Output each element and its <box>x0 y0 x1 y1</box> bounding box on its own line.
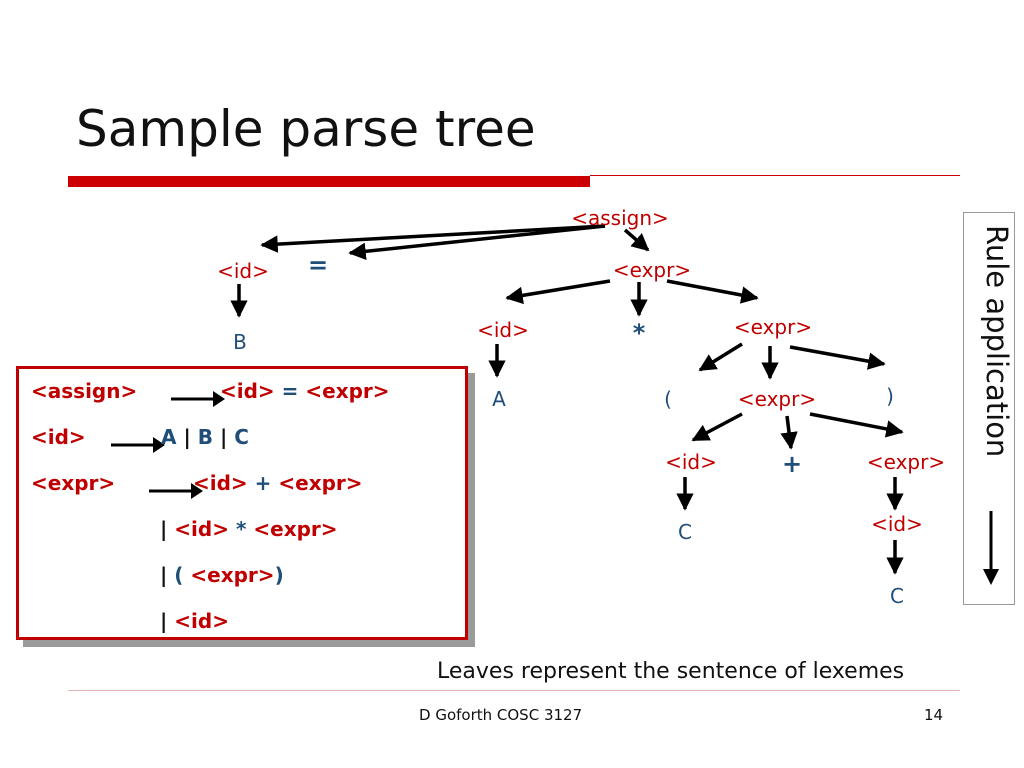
node-lparen: ( <box>664 387 672 411</box>
leaf-a: A <box>492 387 506 411</box>
slide-title: Sample parse tree <box>76 100 536 158</box>
rule-assign: <assign> <box>31 379 137 403</box>
rule-assign-rhs: <id> = <expr> <box>220 379 390 403</box>
node-equals: = <box>308 251 328 279</box>
node-expr-mid: <expr> <box>734 315 812 339</box>
rule-id: <id> <box>31 425 86 449</box>
edge-expr-id <box>505 279 611 305</box>
leaf-c1: C <box>678 520 692 544</box>
rule-assign-expr: <expr> <box>305 379 390 403</box>
rule-paren-close: ) <box>274 563 284 587</box>
rule-expr-alt-id: | <id> <box>160 609 229 633</box>
rule-expr-alt-mult: | <id> * <expr> <box>160 517 338 541</box>
rule-mult-star: * <box>235 517 247 541</box>
node-star: * <box>633 319 646 347</box>
rule-arrow-icon <box>171 391 225 407</box>
rule-id-bar: | <box>219 425 228 449</box>
rule-paren-expr: <expr> <box>190 563 275 587</box>
edge-assign-id <box>260 224 606 253</box>
leaf-b: B <box>233 330 247 354</box>
node-id-bottom: <id> <box>871 512 923 536</box>
edge-expr-lparen <box>698 342 743 372</box>
tree-edges <box>230 224 904 575</box>
rule-mult-id: <id> <box>174 517 229 541</box>
rule-arrow-icon <box>111 437 165 453</box>
rule-alt-bar: | <box>160 563 168 587</box>
node-plus: + <box>782 450 802 478</box>
footer-rule <box>68 690 960 691</box>
rule-id-b: B <box>197 425 213 449</box>
rule-id-lhs: <id> <box>31 425 86 449</box>
node-id-mid: <id> <box>477 318 529 342</box>
rule-application-box: Rule application <box>963 212 1015 605</box>
node-rparen: ) <box>886 384 894 408</box>
rule-arrow-icon <box>149 483 203 499</box>
edge-assign-expr <box>623 228 650 252</box>
title-underline-bar <box>68 176 590 187</box>
rule-assign-id: <id> <box>220 379 275 403</box>
rule-alt-id: <id> <box>174 609 229 633</box>
rule-id-c: C <box>234 425 249 449</box>
rule-expr-expr: <expr> <box>278 471 363 495</box>
rule-alt-bar: | <box>160 609 168 633</box>
edge-expr-rparen <box>789 345 886 370</box>
rule-expr: <expr> <box>31 471 115 495</box>
edge-inner-expr <box>809 412 904 438</box>
arrow-down-icon <box>983 511 999 585</box>
node-assign: <assign> <box>571 206 669 230</box>
node-expr-low: <expr> <box>867 450 945 474</box>
rule-assign-lhs: <assign> <box>31 379 138 403</box>
leaf-c2: C <box>890 584 904 608</box>
edge-expr-expr <box>666 279 759 304</box>
rule-expr-rhs: <id> + <expr> <box>193 471 363 495</box>
rule-application-label: Rule application <box>980 225 1014 458</box>
rule-alt-bar: | <box>160 517 168 541</box>
edge-inner-id <box>691 412 743 442</box>
rule-expr-id: <id> <box>193 471 248 495</box>
rule-mult-expr: <expr> <box>253 517 338 541</box>
rule-id-rhs: A | B | C <box>161 425 249 449</box>
slide-caption: Leaves represent the sentence of lexemes <box>437 659 905 684</box>
rule-id-a: A <box>161 425 177 449</box>
rule-paren-open: ( <box>174 563 184 587</box>
slide-number: 14 <box>924 706 944 724</box>
rule-expr-lhs: <expr> <box>31 471 116 495</box>
footer-credit: D Goforth COSC 3127 <box>419 706 583 724</box>
node-id-low: <id> <box>665 450 717 474</box>
title-underline-rule <box>590 175 960 176</box>
grammar-rules-box: <assign> <id> = <expr> <id> A | B | C <e… <box>16 366 468 640</box>
rule-assign-eq: = <box>281 379 299 403</box>
edge-inner-plus <box>780 415 798 450</box>
node-expr-top: <expr> <box>613 258 691 282</box>
rule-id-bar: | <box>183 425 191 449</box>
rule-expr-alt-paren: | ( <expr>) <box>160 563 284 587</box>
node-id-top: <id> <box>217 259 269 283</box>
node-expr-inner: <expr> <box>738 387 816 411</box>
rule-expr-plus: + <box>254 471 272 495</box>
edge-assign-equals <box>348 224 606 261</box>
